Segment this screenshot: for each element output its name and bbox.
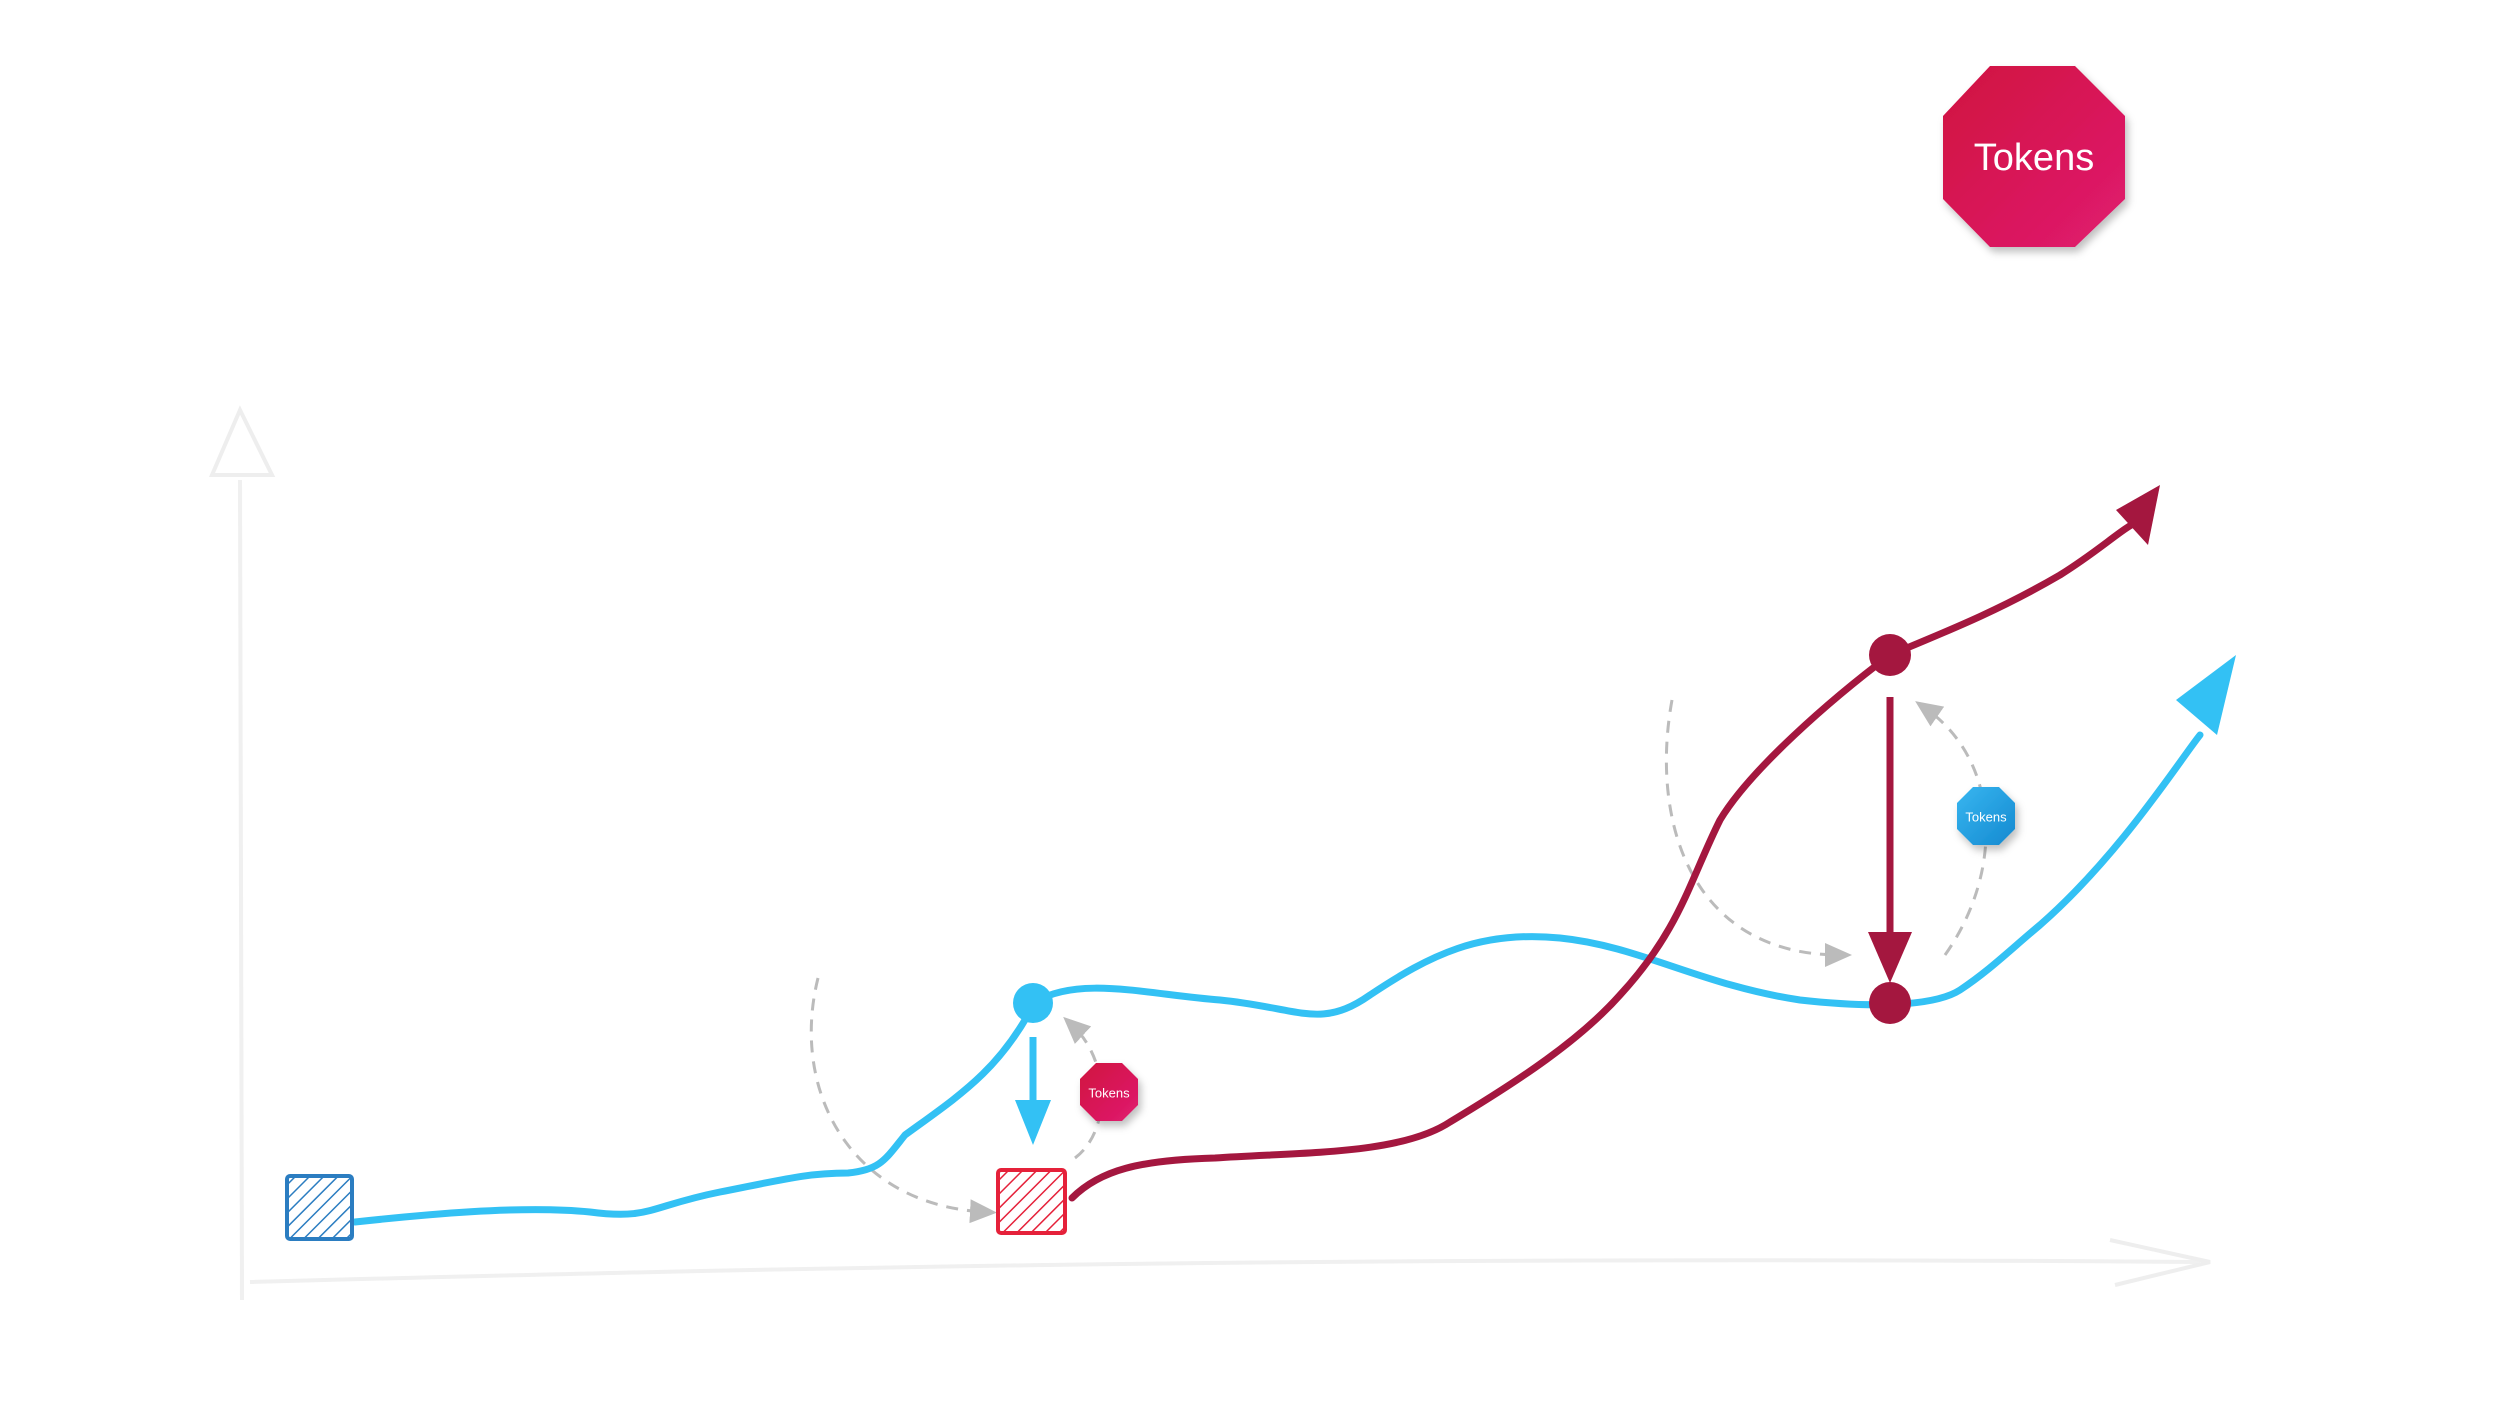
blue-curve-arrowhead [2176, 655, 2236, 735]
y-axis-arrowhead [208, 405, 276, 477]
dashed-arc-small-right [1915, 701, 1988, 956]
blue-hatched-square [285, 1174, 354, 1241]
blue-node [1013, 983, 1053, 1023]
dashed-guides [809, 699, 1988, 1224]
tokens-badge-small-blue-label: Tokens [1965, 810, 2007, 825]
crimson-down-arrow-head [1868, 932, 1912, 983]
tokens-badge-main-label: Tokens [1974, 137, 2094, 179]
tokens-badge-small-red: Tokens [1080, 1063, 1138, 1121]
axes [208, 405, 2211, 1301]
x-axis [249, 1258, 2201, 1284]
blue-down-arrow-head [1015, 1100, 1051, 1145]
blue-curve [351, 731, 2204, 1226]
crimson-curve-arrowhead [2116, 485, 2160, 545]
dashed-arc-right [1665, 699, 1852, 967]
tokens-badge-small-blue: Tokens [1957, 787, 2015, 845]
x-axis-arrowhead [2109, 1238, 2211, 1287]
y-axis [238, 479, 244, 1301]
tokens-badge-small-red-label: Tokens [1088, 1086, 1130, 1101]
red-hatched-square [996, 1168, 1067, 1235]
crimson-curve [1068, 516, 2144, 1202]
dashed-arc-left [809, 977, 997, 1224]
crimson-node-bottom [1869, 982, 1911, 1024]
tokens-badge-main: Tokens [1943, 66, 2125, 247]
crimson-node-top [1869, 634, 1911, 676]
